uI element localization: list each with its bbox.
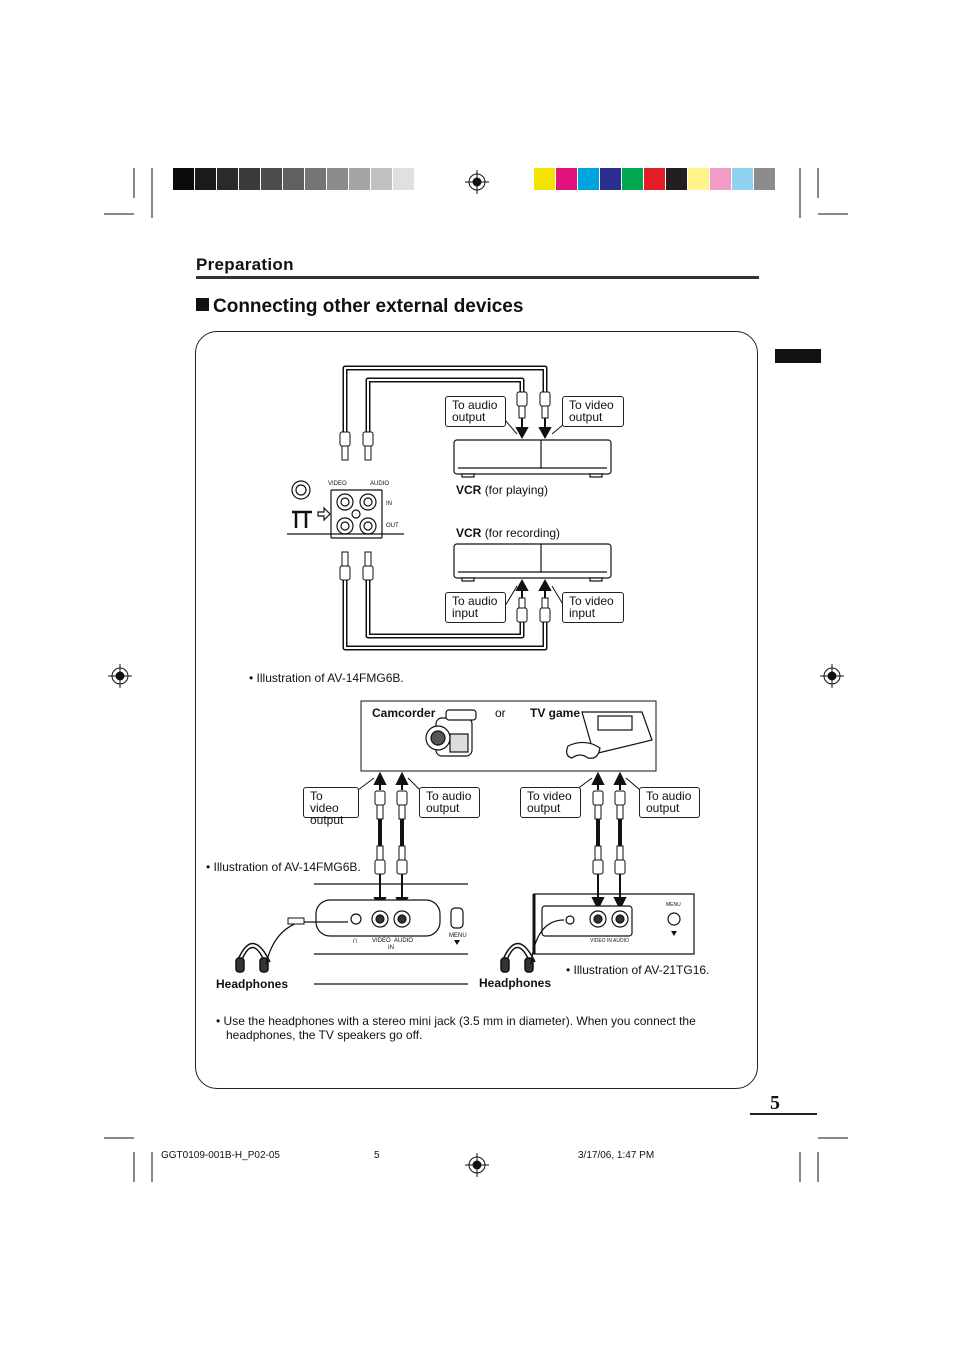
square-bullet-icon <box>196 298 209 311</box>
camcorder-label: Camcorder <box>372 706 436 720</box>
menu-down-arrow-icon-right <box>671 931 677 936</box>
front-audio-label: AUDIO <box>394 938 414 944</box>
vcr-playing-illustration <box>453 439 612 478</box>
tv-game-console-icon <box>566 711 653 759</box>
usage-note-line-1: • Use the headphones with a stereo mini … <box>216 1014 696 1028</box>
section-rule <box>196 276 759 279</box>
registration-mark-top <box>465 170 489 194</box>
menu-down-arrow-icon-left <box>454 940 460 945</box>
footer-file: GGT0109-001B-H_P02-05 <box>161 1150 280 1161</box>
vcr-recording-label: VCR (for recording) <box>456 526 561 540</box>
page-number: 5 <box>770 1092 780 1114</box>
camcorder-icon <box>425 709 477 757</box>
color-swatch-3 <box>578 168 600 190</box>
page-number-rule <box>750 1113 817 1115</box>
registration-mark-left <box>108 664 132 688</box>
tv-in-label: IN <box>386 501 392 507</box>
color-swatch-2 <box>556 168 578 190</box>
illustration-note-left: • Illustration of AV-14FMG6B. <box>206 860 361 874</box>
headphone-jack-icon-left: ∩ <box>352 935 359 945</box>
color-swatch-10 <box>732 168 754 190</box>
front-video-in-audio-label: VIDEO IN AUDIO <box>590 938 629 944</box>
headphones-right-icon <box>500 919 565 973</box>
gray-swatch-7 <box>305 168 327 190</box>
gray-swatch-2 <box>195 168 217 190</box>
color-swatch-9 <box>710 168 732 190</box>
gray-swatch-8 <box>327 168 349 190</box>
tv-video-label: VIDEO <box>328 481 347 487</box>
illustration-note-top: • Illustration of AV-14FMG6B. <box>249 671 404 685</box>
registration-mark-bottom <box>465 1153 489 1177</box>
footer-date: 3/17/06, 1:47 PM <box>578 1150 655 1161</box>
gray-swatch-1 <box>173 168 195 190</box>
rca-plugs <box>339 391 551 623</box>
headphones-right-label: Headphones <box>479 976 552 990</box>
gray-swatch-6 <box>283 168 305 190</box>
color-swatch-8 <box>688 168 710 190</box>
vcr-arrows <box>515 418 552 598</box>
color-swatch-7 <box>666 168 688 190</box>
color-swatch-6 <box>644 168 666 190</box>
gray-swatch-9 <box>349 168 371 190</box>
heading-text: Connecting other external devices <box>213 296 524 317</box>
gray-swatch-3 <box>217 168 239 190</box>
chapter-tab <box>775 349 821 363</box>
color-swatch-4 <box>600 168 622 190</box>
or-label: or <box>495 706 506 720</box>
color-swatch-1 <box>534 168 556 190</box>
section-title: Preparation <box>196 255 294 274</box>
front-video-label: VIDEO <box>372 938 391 944</box>
headphones-left-label: Headphones <box>216 977 289 991</box>
usage-note-line-2: headphones, the TV speakers go off. <box>226 1028 423 1042</box>
illustration-note-right: • Illustration of AV-21TG16. <box>566 963 710 977</box>
source-arrows <box>373 771 627 790</box>
front-in-label: IN <box>388 945 394 951</box>
vcr-playing-label: VCR (for playing) <box>456 483 549 497</box>
footer-page: 5 <box>374 1150 380 1161</box>
front-menu-label-left: MENU <box>449 933 467 939</box>
gray-swatch-11 <box>393 168 415 190</box>
tv-out-label: OUT <box>386 523 399 529</box>
front-panel-av21 <box>532 893 695 955</box>
tv-rear-jack-panel <box>287 480 404 539</box>
headphones-left-icon <box>235 921 348 973</box>
tv-game-label: TV game <box>530 706 581 720</box>
gray-swatch-10 <box>371 168 393 190</box>
front-cables <box>374 790 626 875</box>
color-swatch-11 <box>754 168 776 190</box>
front-panel-av14 <box>314 883 468 985</box>
front-menu-label-right: MENU <box>666 902 681 908</box>
content-frame <box>195 331 758 1089</box>
gray-swatch-4 <box>239 168 261 190</box>
gray-calibration-bar <box>173 168 415 190</box>
color-calibration-bar <box>534 168 776 190</box>
gray-swatch-5 <box>261 168 283 190</box>
color-swatch-5 <box>622 168 644 190</box>
registration-mark-right <box>820 664 844 688</box>
usage-note: • Use the headphones with a stereo mini … <box>216 1014 736 1042</box>
tv-audio-label: AUDIO <box>370 481 390 487</box>
page-heading: Connecting other external devices <box>196 296 523 318</box>
vcr-recording-illustration <box>453 543 612 582</box>
